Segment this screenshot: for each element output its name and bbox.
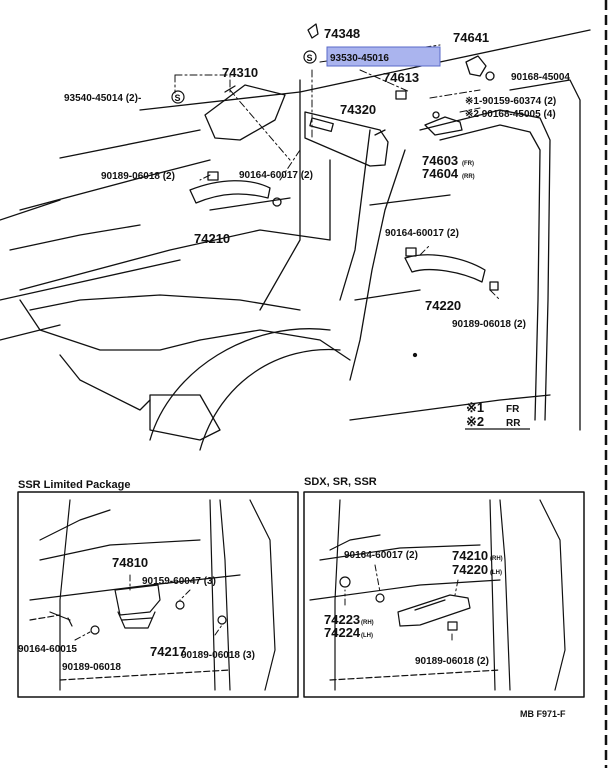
part-90168-45005[interactable]: ※2 90168-45005 (4) bbox=[465, 109, 556, 120]
part-74220[interactable]: 74220 bbox=[425, 298, 461, 313]
legend-value-2: RR bbox=[506, 418, 521, 429]
part-74210-b[interactable]: 74210 bbox=[452, 548, 488, 563]
legend-mark-2: ※2 bbox=[466, 414, 484, 429]
legend-mark-1: ※1 bbox=[466, 400, 484, 415]
part-74348[interactable]: 74348 bbox=[324, 26, 360, 41]
part-90159-60047[interactable]: 90159-60047 (3) bbox=[142, 576, 216, 587]
inset-left-frame bbox=[17, 491, 299, 698]
sun-visor-right bbox=[304, 111, 389, 167]
part-90168-45004[interactable]: 90168-45004 bbox=[511, 72, 570, 83]
part-90189-06018-c[interactable]: 90189-06018 bbox=[62, 662, 121, 673]
part-highlight bbox=[326, 46, 441, 67]
part-74210-b-suffix: (RH) bbox=[490, 556, 503, 562]
part-90164-60017-a[interactable]: 90164-60017 (2) bbox=[239, 170, 313, 181]
assist-grip-74220 bbox=[404, 247, 499, 291]
part-74320[interactable]: 74320 bbox=[340, 102, 376, 117]
circle-s-label: S bbox=[307, 53, 313, 63]
part-90164-60017-c[interactable]: 90164-60017 (2) bbox=[344, 550, 418, 561]
part-74604[interactable]: 74604 bbox=[422, 166, 459, 181]
assist-grip-74210 bbox=[189, 171, 282, 207]
part-74603[interactable]: 74603 bbox=[422, 153, 458, 168]
hook-74641 bbox=[465, 55, 495, 81]
part-74604-suffix: (RR) bbox=[462, 174, 475, 180]
part-74641[interactable]: 74641 bbox=[453, 30, 489, 45]
inset-left-body bbox=[29, 499, 276, 691]
clip-74348 bbox=[307, 23, 319, 39]
part-93540-45014[interactable]: 93540-45014 (2)- bbox=[64, 93, 141, 104]
inset-right-body bbox=[309, 499, 566, 691]
part-74224[interactable]: 74224 bbox=[324, 625, 361, 640]
part-90164-60015[interactable]: 90164-60015 bbox=[18, 644, 77, 655]
diagram-code: MB F971-F bbox=[520, 709, 566, 719]
part-74224-suffix: (LH) bbox=[361, 633, 373, 639]
sun-visor-left bbox=[204, 84, 286, 141]
part-93530-45016[interactable]: 93530-45016 bbox=[330, 53, 389, 64]
part-74603-suffix: (FR) bbox=[462, 161, 474, 167]
part-90189-06018-e[interactable]: 90189-06018 (2) bbox=[415, 656, 489, 667]
part-74210[interactable]: 74210 bbox=[194, 231, 230, 246]
grip-74603 bbox=[424, 111, 463, 136]
part-74220-b-suffix: (LH) bbox=[490, 570, 502, 576]
legend-value-1: FR bbox=[506, 404, 520, 415]
inset-right-frame bbox=[303, 491, 585, 698]
part-74613[interactable]: 74613 bbox=[383, 70, 419, 85]
part-90164-60017-b[interactable]: 90164-60017 (2) bbox=[385, 228, 459, 239]
part-74810[interactable]: 74810 bbox=[112, 555, 148, 570]
part-90159-60374[interactable]: ※1-90159-60374 (2) bbox=[465, 96, 556, 107]
car-body-outline bbox=[0, 29, 591, 451]
part-90189-06018-d[interactable]: 90189-06018 (3) bbox=[181, 650, 255, 661]
part-74220-b[interactable]: 74220 bbox=[452, 562, 488, 577]
part-74223[interactable]: 74223 bbox=[324, 612, 360, 627]
part-74310[interactable]: 74310 bbox=[222, 65, 258, 80]
circle-s-label-2: S bbox=[175, 93, 181, 103]
part-90189-06018-b[interactable]: 90189-06018 (2) bbox=[452, 319, 526, 330]
part-74217[interactable]: 74217 bbox=[150, 644, 186, 659]
part-90189-06018-a[interactable]: 90189-06018 (2) bbox=[101, 171, 175, 182]
inset-left-title: SSR Limited Package bbox=[18, 479, 131, 491]
part-74223-suffix: (RH) bbox=[361, 620, 374, 626]
clip-74613 bbox=[395, 90, 407, 100]
inset-right-title: SDX, SR, SSR bbox=[304, 476, 377, 488]
